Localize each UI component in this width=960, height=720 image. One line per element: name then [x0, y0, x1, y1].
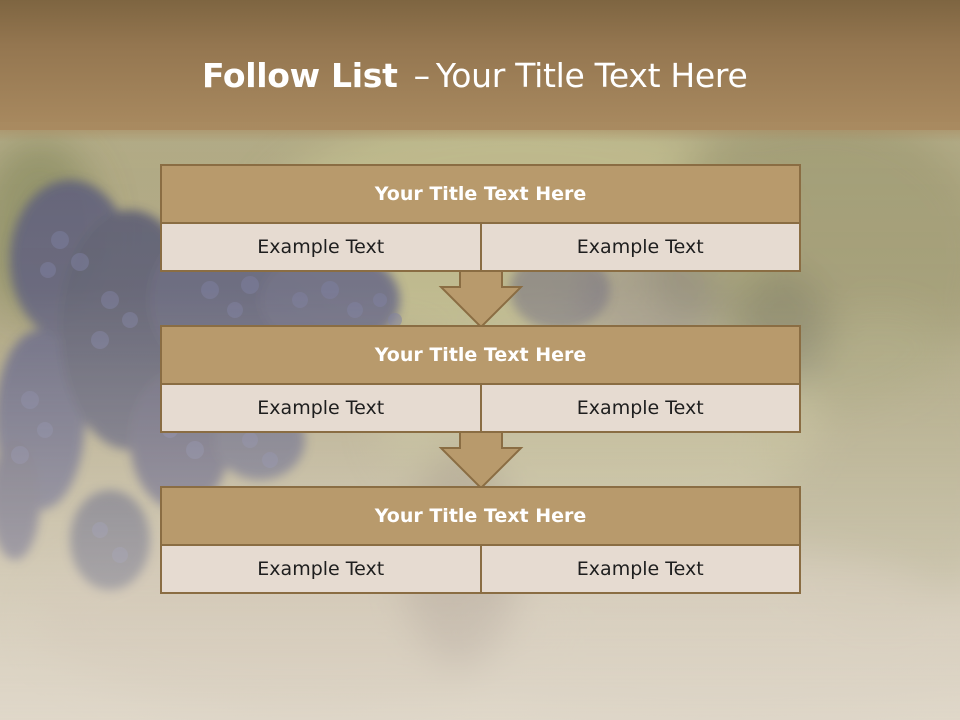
flow-step-3: Your Title Text Here Example Text Exampl…: [160, 486, 801, 594]
flow-step-cell-right: Example Text: [479, 224, 799, 270]
flow-step-row: Example Text Example Text: [162, 546, 799, 592]
slide-title: Follow List–Your Title Text Here: [202, 54, 748, 98]
title-band: [0, 0, 960, 130]
down-arrow-icon: [438, 270, 524, 329]
flow-step-cell-left: Example Text: [162, 385, 480, 431]
flow-step-title: Your Title Text Here: [162, 327, 799, 385]
slide-title-strong: Follow List: [202, 56, 398, 95]
slide-title-dash: –: [413, 56, 431, 95]
flow-step-2: Your Title Text Here Example Text Exampl…: [160, 325, 801, 433]
flow-step-1: Your Title Text Here Example Text Exampl…: [160, 164, 801, 272]
flow-step-cell-left: Example Text: [162, 546, 480, 592]
flow-step-cell-left: Example Text: [162, 224, 480, 270]
down-arrow-icon: [438, 431, 524, 490]
title-band-fade: [0, 122, 960, 142]
slide-title-rest: Your Title Text Here: [435, 56, 748, 95]
flow-step-title: Your Title Text Here: [162, 488, 799, 546]
flow-step-cell-right: Example Text: [479, 385, 799, 431]
flow-step-row: Example Text Example Text: [162, 224, 799, 270]
flow-step-row: Example Text Example Text: [162, 385, 799, 431]
flow-step-title: Your Title Text Here: [162, 166, 799, 224]
flow-step-cell-right: Example Text: [479, 546, 799, 592]
